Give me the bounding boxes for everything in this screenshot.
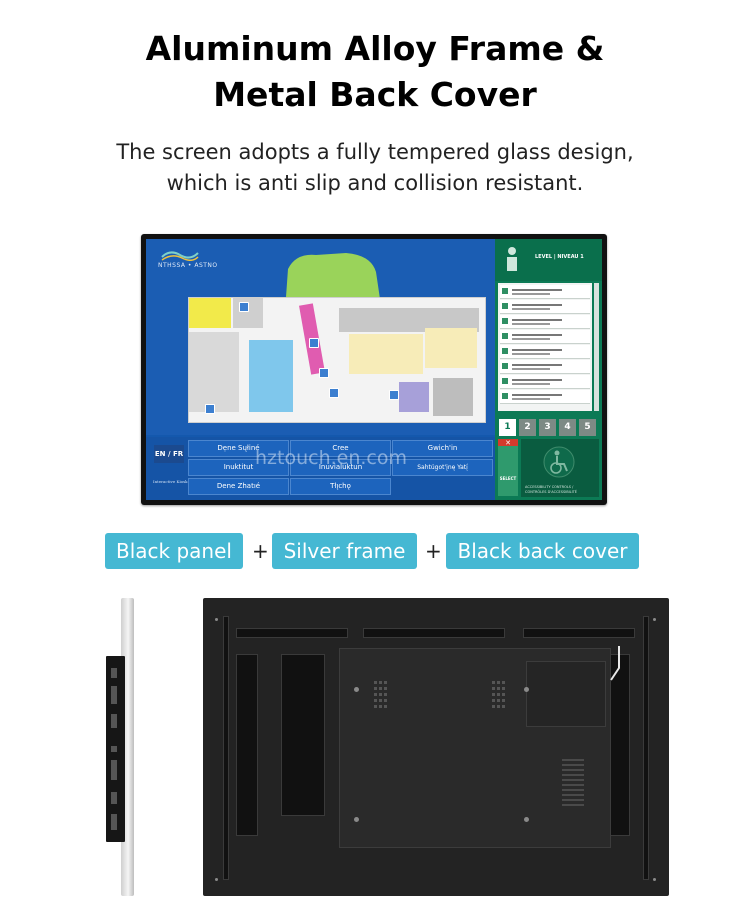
language-button[interactable]: Tłı̨chǫ: [290, 478, 391, 495]
kiosk-sign-text: Interactive Kiosk: [153, 479, 188, 484]
select-button[interactable]: SELECT: [498, 446, 518, 496]
back-center-plate: [339, 648, 611, 848]
map-area: NTHSSA • ASTNO: [146, 239, 495, 435]
mount-hole: [524, 687, 529, 692]
map-zone-yellow[interactable]: [189, 298, 231, 328]
map-pin-icon[interactable]: [319, 368, 329, 378]
language-button[interactable]: Inuvialuktun: [290, 459, 391, 476]
monitor-front: NTHSSA • ASTNO: [141, 234, 607, 505]
language-bar: EN / FR Interactive Kiosk Dẹne Sųłiné Cr…: [146, 437, 495, 500]
port: [111, 686, 117, 704]
map-zone-west[interactable]: [189, 332, 239, 412]
map-pin-icon[interactable]: [239, 302, 249, 312]
language-button[interactable]: Dẹne Sųłiné: [188, 440, 289, 457]
back-rail: [643, 616, 649, 880]
mount-hole: [354, 687, 359, 692]
map-pin-icon[interactable]: [309, 338, 319, 348]
language-button[interactable]: Sahtúgot'įnę Yatı̨́: [392, 459, 493, 476]
map-zone-purple[interactable]: [399, 382, 429, 412]
cable-icon: [610, 646, 620, 681]
subtitle-line-1: The screen adopts a fully tempered glass…: [116, 140, 634, 164]
pill-black-panel: Black panel: [105, 533, 243, 569]
mount-hole: [524, 817, 529, 822]
map-pin-icon[interactable]: [389, 390, 399, 400]
back-slot: [236, 628, 348, 638]
language-button[interactable]: Dene Zhatıé: [188, 478, 289, 495]
map-zone-cream-east[interactable]: [425, 328, 477, 368]
level-button-3[interactable]: 3: [539, 419, 556, 436]
port: [111, 814, 117, 830]
vent-grille: [374, 681, 387, 708]
list-item[interactable]: [500, 300, 590, 314]
page-title: Aluminum Alloy Frame & Metal Back Cover: [0, 26, 750, 118]
pill-silver-frame: Silver frame: [272, 533, 417, 569]
close-icon[interactable]: ✕: [498, 439, 518, 448]
title-line-1: Aluminum Alloy Frame &: [145, 29, 605, 68]
back-rail: [223, 616, 229, 880]
language-toggle-button[interactable]: EN / FR: [154, 445, 184, 463]
list-item[interactable]: [500, 345, 590, 359]
back-slot: [281, 654, 325, 816]
screw-icon: [653, 878, 656, 881]
port: [111, 668, 117, 678]
title-line-2: Metal Back Cover: [213, 75, 537, 114]
screw-icon: [215, 878, 218, 881]
map-zone-cream[interactable]: [349, 334, 423, 374]
level-button-1[interactable]: 1: [499, 419, 516, 436]
map-park-shape: [286, 253, 380, 299]
port: [111, 760, 117, 780]
level-header: LEVEL | NIVEAU 1: [495, 239, 602, 281]
level-label: LEVEL | NIVEAU 1: [535, 254, 584, 260]
back-slot: [363, 628, 505, 638]
list-item[interactable]: [500, 390, 590, 404]
watermark-text: hztouch.en.com: [255, 447, 408, 469]
level-button-4[interactable]: 4: [559, 419, 576, 436]
side-body: [106, 656, 125, 842]
kiosk-logo-text: NTHSSA • ASTNO: [158, 262, 218, 269]
accessibility-controls[interactable]: [521, 439, 599, 497]
list-item[interactable]: [500, 315, 590, 329]
list-item[interactable]: [500, 285, 590, 299]
level-button-5[interactable]: 5: [579, 419, 596, 436]
map-zone-blue[interactable]: [249, 340, 293, 412]
directory-scrollbar[interactable]: [594, 283, 599, 411]
port: [111, 746, 117, 752]
back-cover: [203, 598, 669, 896]
map-floor-plan[interactable]: [188, 297, 486, 423]
directory-panel: LEVEL | NIVEAU 1 1 2 3 4 5 ✕ SELECT: [495, 239, 602, 500]
language-button[interactable]: Gwich'in: [392, 440, 493, 457]
subtitle-line-2: which is anti slip and collision resista…: [166, 171, 584, 195]
person-icon: [507, 247, 517, 271]
map-pin-icon[interactable]: [329, 388, 339, 398]
back-slot: [523, 628, 635, 638]
list-item[interactable]: [500, 330, 590, 344]
screw-icon: [653, 618, 656, 621]
back-slot: [236, 654, 258, 836]
plus-sign: +: [425, 539, 442, 563]
vent-grille: [562, 759, 584, 806]
kiosk-screen: NTHSSA • ASTNO: [146, 239, 602, 500]
vent-grille: [492, 681, 505, 708]
list-item[interactable]: [500, 375, 590, 389]
plus-sign: +: [252, 539, 269, 563]
wheelchair-icon: [543, 446, 575, 478]
map-pin-icon[interactable]: [205, 404, 215, 414]
screw-icon: [215, 618, 218, 621]
port: [111, 714, 117, 728]
directory-list: [498, 283, 592, 411]
back-panel: [526, 661, 606, 727]
language-button[interactable]: Inuktitut: [188, 459, 289, 476]
mount-hole: [354, 817, 359, 822]
list-item[interactable]: [500, 360, 590, 374]
language-button[interactable]: Cree: [290, 440, 391, 457]
accessibility-label: ACCESSIBILITY CONTROLS / CONTRÔLES D'ACC…: [525, 485, 577, 494]
page-subtitle: The screen adopts a fully tempered glass…: [0, 137, 750, 199]
level-button-2[interactable]: 2: [519, 419, 536, 436]
logo-wave-icon: [161, 251, 199, 261]
map-zone-southeast[interactable]: [433, 378, 473, 416]
pill-black-back-cover: Black back cover: [446, 533, 639, 569]
port: [111, 792, 117, 804]
